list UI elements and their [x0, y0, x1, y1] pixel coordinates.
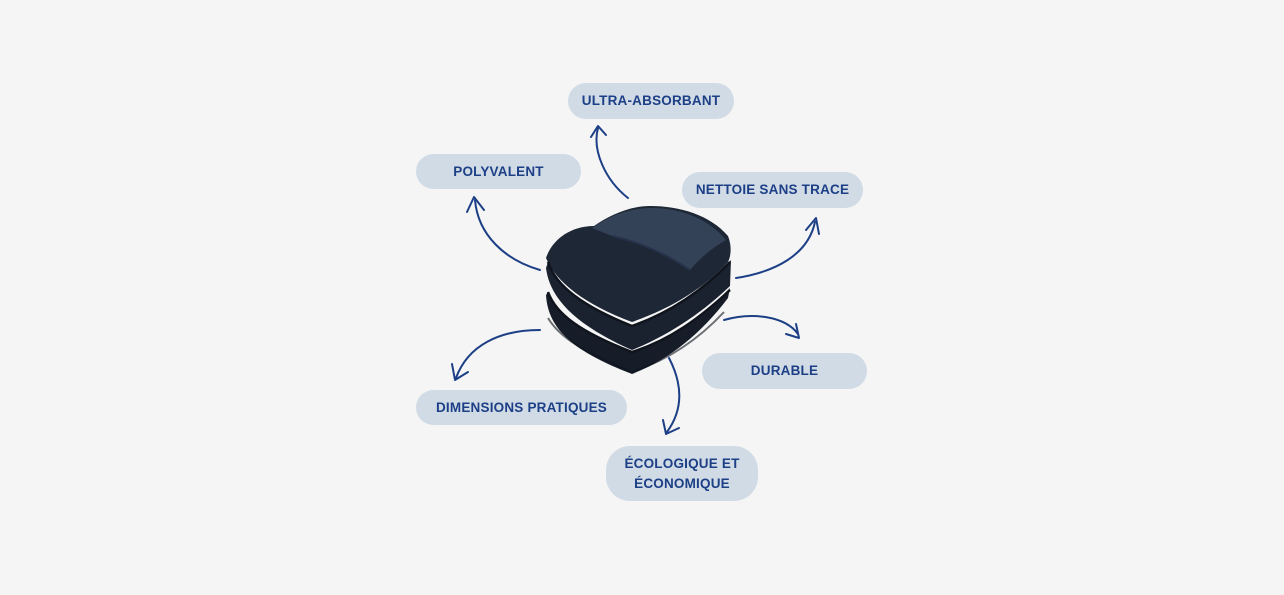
feature-label: DIMENSIONS PRATIQUES [435, 399, 608, 415]
feature-label-line2: ÉCONOMIQUE [634, 475, 730, 491]
feature-label-line1: ÉCOLOGIQUE ET [624, 455, 740, 471]
feature-ultra-absorbant: ULTRA-ABSORBANT [568, 83, 734, 119]
feature-durable: DURABLE [702, 353, 867, 389]
feature-polyvalent: POLYVALENT [416, 154, 581, 189]
feature-nettoie-sans-trace: NETTOIE SANS TRACE [682, 172, 863, 208]
arrow-nettoie-sans-trace-icon [735, 217, 820, 279]
feature-ecologique-economique: ÉCOLOGIQUE ET ÉCONOMIQUE [606, 446, 758, 501]
arrow-durable-icon [723, 315, 800, 339]
feature-label: ULTRA-ABSORBANT [581, 93, 721, 108]
feature-label: NETTOIE SANS TRACE [695, 182, 850, 197]
feature-label: POLYVALENT [453, 163, 544, 179]
feature-label: DURABLE [750, 363, 819, 378]
feature-dimensions-pratiques: DIMENSIONS PRATIQUES [416, 390, 627, 425]
arrow-ultra-absorbant-icon [590, 125, 629, 199]
arrow-polyvalent-icon [466, 196, 541, 271]
arrow-dimensions-pratiques-icon [451, 329, 541, 381]
arrow-ecologique-icon [662, 357, 681, 435]
